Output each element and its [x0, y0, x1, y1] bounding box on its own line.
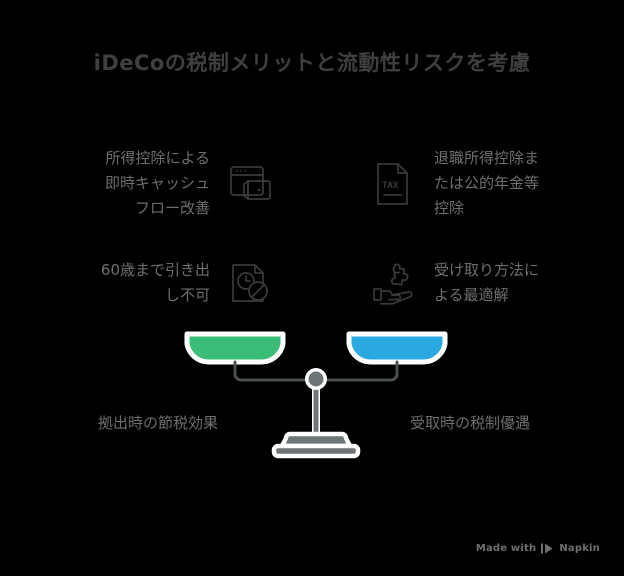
document-clock-prohibited-icon	[224, 256, 278, 310]
watermark-brand: Napkin	[559, 543, 600, 554]
napkin-watermark: Made with Napkin	[476, 543, 600, 554]
scale-left-label: 拠出時の節税効果	[97, 414, 218, 432]
napkin-logo-icon	[541, 543, 553, 554]
feature-right-1-label: 退職所得控除ま たは公的年金等 控除	[434, 149, 540, 217]
feature-right-2-label: 受け取り方法に よる最適解	[434, 261, 540, 304]
watermark-prefix: Made with	[475, 543, 537, 554]
scale-left-pan	[184, 331, 286, 365]
browser-wallet-icon	[224, 157, 278, 211]
balance-scale-graphic	[160, 322, 472, 462]
svg-text:TAX: TAX	[382, 181, 399, 191]
feature-left-2: 60歳まで引き出 し不可	[18, 256, 278, 310]
feature-right-2: 受け取り方法に よる最適解	[366, 256, 618, 310]
tax-document-icon: TAX	[366, 157, 420, 211]
feature-left-1-label: 所得控除による 即時キャッシュ フロー改善	[104, 149, 210, 217]
scale-right-pan	[346, 331, 448, 365]
feature-left-2-label: 60歳まで引き出 し不可	[100, 261, 210, 304]
hand-puzzle-icon	[366, 256, 420, 310]
scale-right-label: 受取時の税制優遇	[409, 414, 530, 432]
page-title: iDeCoの税制メリットと流動性リスクを考慮	[93, 51, 531, 75]
feature-right-1: TAX 退職所得控除ま たは公的年金等 控除	[366, 146, 618, 221]
feature-left-1: 所得控除による 即時キャッシュ フロー改善	[18, 146, 278, 221]
